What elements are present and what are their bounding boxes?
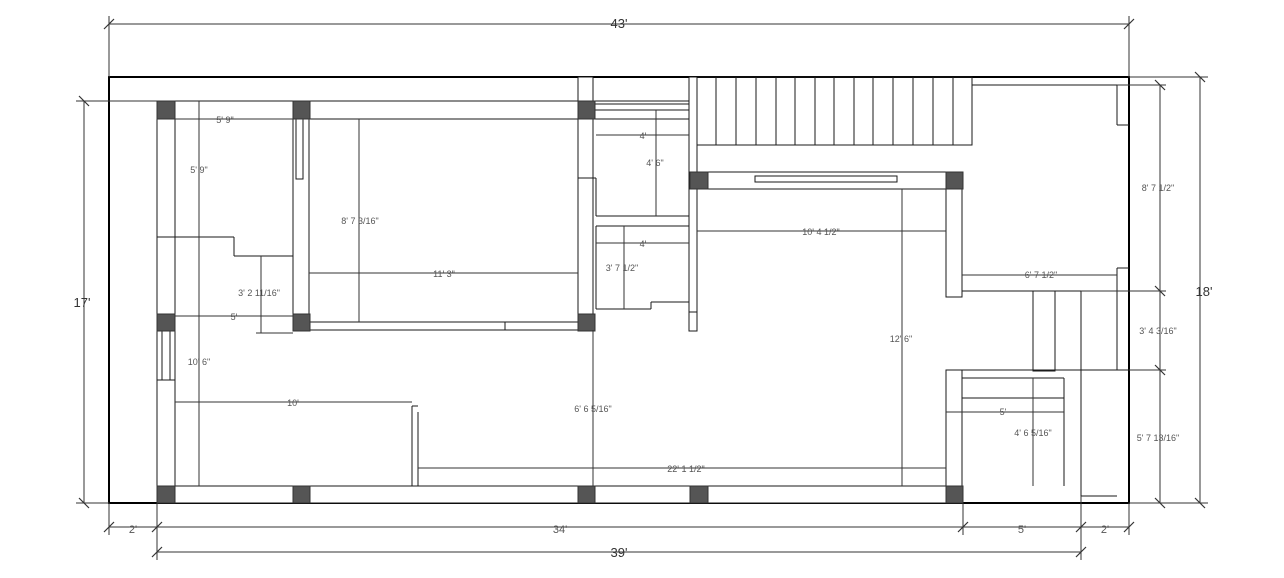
- column: [577, 313, 596, 332]
- dim-5-a: 5': [231, 312, 238, 322]
- dim-10-6: 10' 6": [188, 357, 210, 367]
- dim-5-9-h: 5' 9": [216, 115, 233, 125]
- column: [945, 485, 964, 504]
- walls: [156, 76, 1129, 504]
- overall-dimensions: 43' 17' 18' 8' 7 1/2" 3' 4 3/16" 5' 7 13…: [74, 16, 1213, 560]
- dim-3-2: 3' 2 11/16": [238, 288, 280, 298]
- column: [156, 485, 176, 504]
- column: [577, 485, 596, 504]
- staircase: [696, 76, 973, 146]
- dim-5-9-v: 5' 9": [190, 165, 207, 175]
- column: [689, 171, 709, 190]
- column: [292, 485, 311, 504]
- top-width-label: 43': [611, 16, 628, 31]
- dim-10-4: 10' 4 1/2": [802, 227, 839, 237]
- dim-11-3: 11' 3": [433, 269, 455, 279]
- dim-4-6-5: 4' 6 5/16": [1014, 428, 1051, 438]
- dim-10: 10': [287, 398, 299, 408]
- dim-5-b: 5': [1000, 407, 1007, 417]
- column: [292, 313, 311, 332]
- dim-4-b: 4': [640, 239, 647, 249]
- left-height-label: 17': [74, 295, 91, 310]
- dim-4-a: 4': [640, 131, 647, 141]
- bottom-seg-1: 2': [129, 524, 137, 536]
- right-height-label: 18': [1196, 284, 1213, 299]
- dim-4-6: 4' 6": [646, 158, 663, 168]
- column: [292, 100, 311, 120]
- right-seg-2: 3' 4 3/16": [1139, 326, 1176, 336]
- column: [689, 485, 709, 504]
- bottom-width-label: 39': [611, 545, 628, 560]
- right-seg-3: 5' 7 13/16": [1137, 433, 1179, 443]
- dim-6-6: 6' 6 5/16": [574, 404, 611, 414]
- dim-8-7: 8' 7 3/16": [341, 216, 378, 226]
- dim-22-1: 22' 1 1/2": [667, 464, 704, 474]
- interior-dimensions: 5' 9" 5' 9" 8' 7 3/16" 11' 3" 4' 4' 6" 4…: [157, 101, 1117, 486]
- columns: [156, 100, 964, 504]
- dim-3-7: 3' 7 1/2": [606, 263, 638, 273]
- dim-12-6: 12' 6": [890, 334, 912, 344]
- dim-6-7: 6' 7 1/2": [1025, 270, 1057, 280]
- column: [156, 100, 176, 120]
- bottom-seg-4: 2': [1101, 524, 1109, 536]
- column: [945, 171, 964, 190]
- column: [577, 100, 596, 120]
- right-seg-1: 8' 7 1/2": [1142, 183, 1174, 193]
- bottom-seg-3: 5': [1018, 524, 1026, 536]
- bottom-seg-2: 34': [553, 524, 567, 536]
- column: [156, 313, 176, 332]
